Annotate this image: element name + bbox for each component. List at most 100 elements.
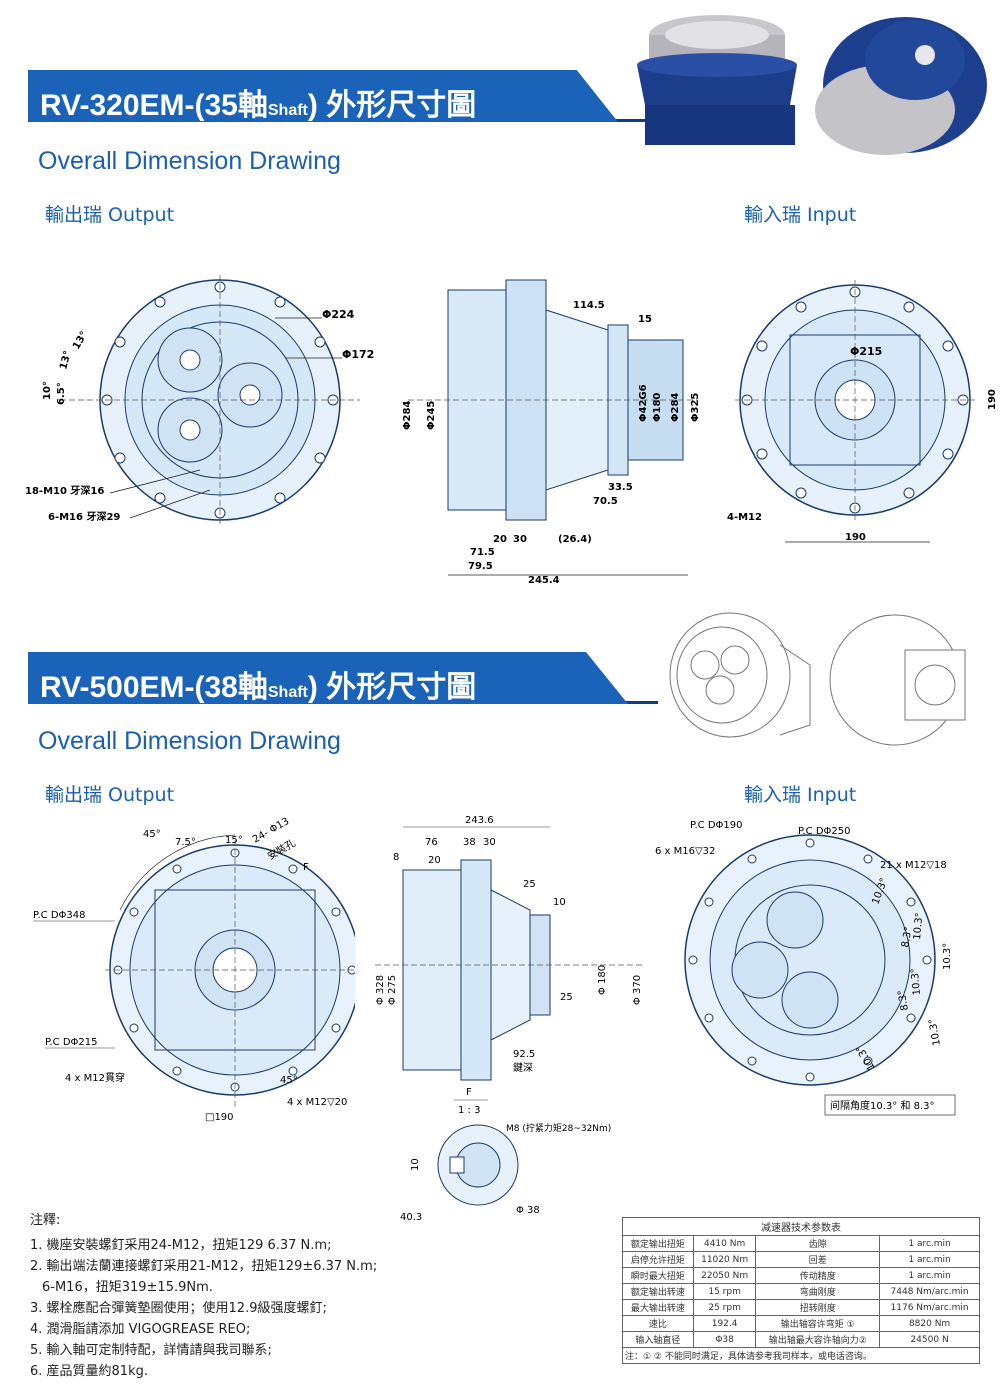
spec-cell: 22050 Nm [692,1267,757,1284]
spec-cell: 弯曲刚度 [755,1283,881,1300]
dim-l76: 76 [425,837,438,848]
spec-cell: 1176 Nm/arc.min [879,1299,980,1316]
table-row: 瞬时最大扭矩 22050 Nm 传动精度 1 arc.min [622,1267,980,1284]
dim-d284b: Φ284 [670,393,681,422]
dim-m12d20: 4 x M12▽20 [287,1097,347,1108]
section1-input-label: 輸入瑞 Input [744,204,857,226]
spec-cell: 1 arc.min [879,1267,980,1284]
dim-l20: 20 [428,855,441,866]
section2-title: RV-500EM-(38軸Shaft) 外形尺寸圖 [40,671,477,704]
dim-l10b: 10 [410,1158,421,1171]
dim-pcd348: P.C DΦ348 [33,910,85,921]
dim-m12x21: 21 x M12▽18 [880,860,947,871]
spec-table: 减速器技术参数表 额定输出扭矩 4410 Nm 齿隙 1 arc.min 启停允… [622,1217,980,1364]
rv500-input-drawing: P.C DΦ190 P.C DΦ250 6 x M16▽32 21 x M12▽… [655,820,956,1116]
dim-l30: 30 [483,837,496,848]
dim-m16: 6 x M16▽32 [655,846,715,857]
dim-d38: Φ 38 [516,1205,540,1216]
dim-a45b: 45° [280,1075,298,1086]
dim-a103c: 10.3° [942,943,953,970]
dim-pcd215: P.C DΦ215 [45,1037,97,1048]
spec-cell: 最大输出转速 [622,1299,694,1316]
dim-d180: Φ180 [652,393,663,422]
section1-subtitle: Overall Dimension Drawing [38,147,341,175]
spec-cell: 启停允许扭矩 [622,1251,694,1268]
dim-l795: 79.5 [468,561,493,572]
rv500-output-drawing: 45° 7.5° 15° 24- Φ13 安裝孔 F P.C DΦ348 P.C… [33,816,355,1123]
spec-cell: 24500 N [879,1331,980,1348]
spec-cell: 1 arc.min [879,1251,980,1268]
spec-cell: 瞬时最大扭矩 [622,1267,694,1284]
dim-d215: Φ215 [850,345,882,358]
dim-l30: 30 [513,534,527,545]
note-3: 6-M16，扭矩319±15.9Nm. [42,1280,213,1295]
note-7: 6. 産品質量約81kg. [30,1364,148,1379]
dim-l20: 20 [493,534,507,545]
spacing-note: 间隔角度10.3° 和 8.3° [830,1099,935,1112]
table-row: 速比 192.4 输出轴容许弯矩 ① 8820 Nm [622,1315,980,1332]
dim-l38: 38 [463,837,476,848]
dim-a103d: 10.3° [910,968,923,996]
dim-l25b: 25 [560,992,573,1003]
section2-subtitle: Overall Dimension Drawing [38,727,341,755]
table-row: 最大输出转速 25 rpm 扭转刚度 1176 Nm/arc.min [622,1299,980,1316]
dim-l15: 15 [638,314,652,325]
dim-l2454: 245.4 [528,575,560,586]
table-row: 额定输出扭矩 4410 Nm 齿隙 1 arc.min [622,1235,980,1252]
dim-d275: Φ 275 [387,975,398,1005]
dim-fview: F [466,1087,472,1098]
dim-l1145: 114.5 [573,300,605,311]
dim-m12: 4-M12 [727,512,762,523]
section1-banner [28,70,618,122]
spec-cell: 11020 Nm [692,1251,757,1268]
spec-cell: 192.4 [692,1315,757,1332]
dim-a13b: 13° [71,330,90,352]
dim-d245: Φ245 [426,401,437,430]
dim-l264: (26.4) [558,534,592,545]
dim-pcd190: P.C DΦ190 [690,820,742,831]
dim-jianshen: 鍵深 [513,1061,533,1074]
dim-f: F [303,862,309,873]
dim-l925: 92.5 [513,1049,535,1060]
dim-l10: 10 [553,897,566,908]
dim-m16: 6-M16 牙深29 [48,510,120,523]
spec-cell: 扭转刚度 [755,1299,881,1316]
rv500-side-drawing: 243.6 76 38 30 8 20 25 10 25 Φ 328 Φ 275… [375,815,645,1081]
dim-d370: Φ 370 [632,975,643,1005]
dim-a65: 6.5° [56,382,67,405]
spec-cell: 25 rpm [692,1299,757,1316]
dim-l190a: 190 [845,532,866,543]
dim-l705: 70.5 [593,496,618,507]
rv320-side-drawing: Φ284 Φ245 Φ42G6 Φ180 Φ284 Φ325 114.5 15 … [402,279,701,586]
spec-cell: 速比 [622,1315,694,1332]
spec-cell: 7448 Nm/arc.min [879,1283,980,1300]
dim-m8: M8 (拧紧力矩28~32Nm) [506,1122,611,1134]
spec-cell: 额定输出扭矩 [622,1235,694,1252]
spec-cell: 15 rpm [692,1283,757,1300]
dim-a13a: 13° [58,350,74,371]
note-4: 3. 螺栓應配合彈簧墊圈使用；使用12.9級强度螺釘; [30,1301,327,1316]
section1-product-photos [637,15,987,155]
dim-a45: 45° [143,829,161,840]
dim-l403: 40.3 [400,1212,422,1223]
dim-d180: Φ 180 [597,965,608,995]
spec-cell: 1 arc.min [879,1235,980,1252]
notes-block: 注釋: 1. 機座安裝螺釘采用24-M12，扭矩129 6.37 N.m; 2.… [30,1210,377,1382]
section1-title: RV-320EM-(35軸Shaft) 外形尺寸圖 [40,89,477,122]
spec-caption: 减速器技术参数表 [622,1217,980,1236]
dim-a83b: 8.3° [896,989,910,1011]
dim-l335: 33.5 [608,482,633,493]
rv320-output-drawing: Φ224 Φ172 10° 6.5° 13° 13° 18-M10 牙深16 6… [25,275,374,525]
dim-pcd250: P.C DΦ250 [798,826,850,837]
spec-cell: 传动精度 [755,1267,881,1284]
spec-cell: 输出轴容许弯矩 ① [755,1315,881,1332]
dim-d284a: Φ284 [402,401,413,430]
dim-sq190: □190 [205,1112,234,1123]
dim-m10: 18-M10 牙深16 [25,484,104,497]
dim-a103e: 10.3° [927,1018,943,1047]
spec-cell: 齿隙 [755,1235,881,1252]
section2-banner [28,652,628,704]
notes-title: 注釋: [30,1213,61,1228]
spec-cell: 回差 [755,1251,881,1268]
dim-l2436: 243.6 [465,815,494,826]
